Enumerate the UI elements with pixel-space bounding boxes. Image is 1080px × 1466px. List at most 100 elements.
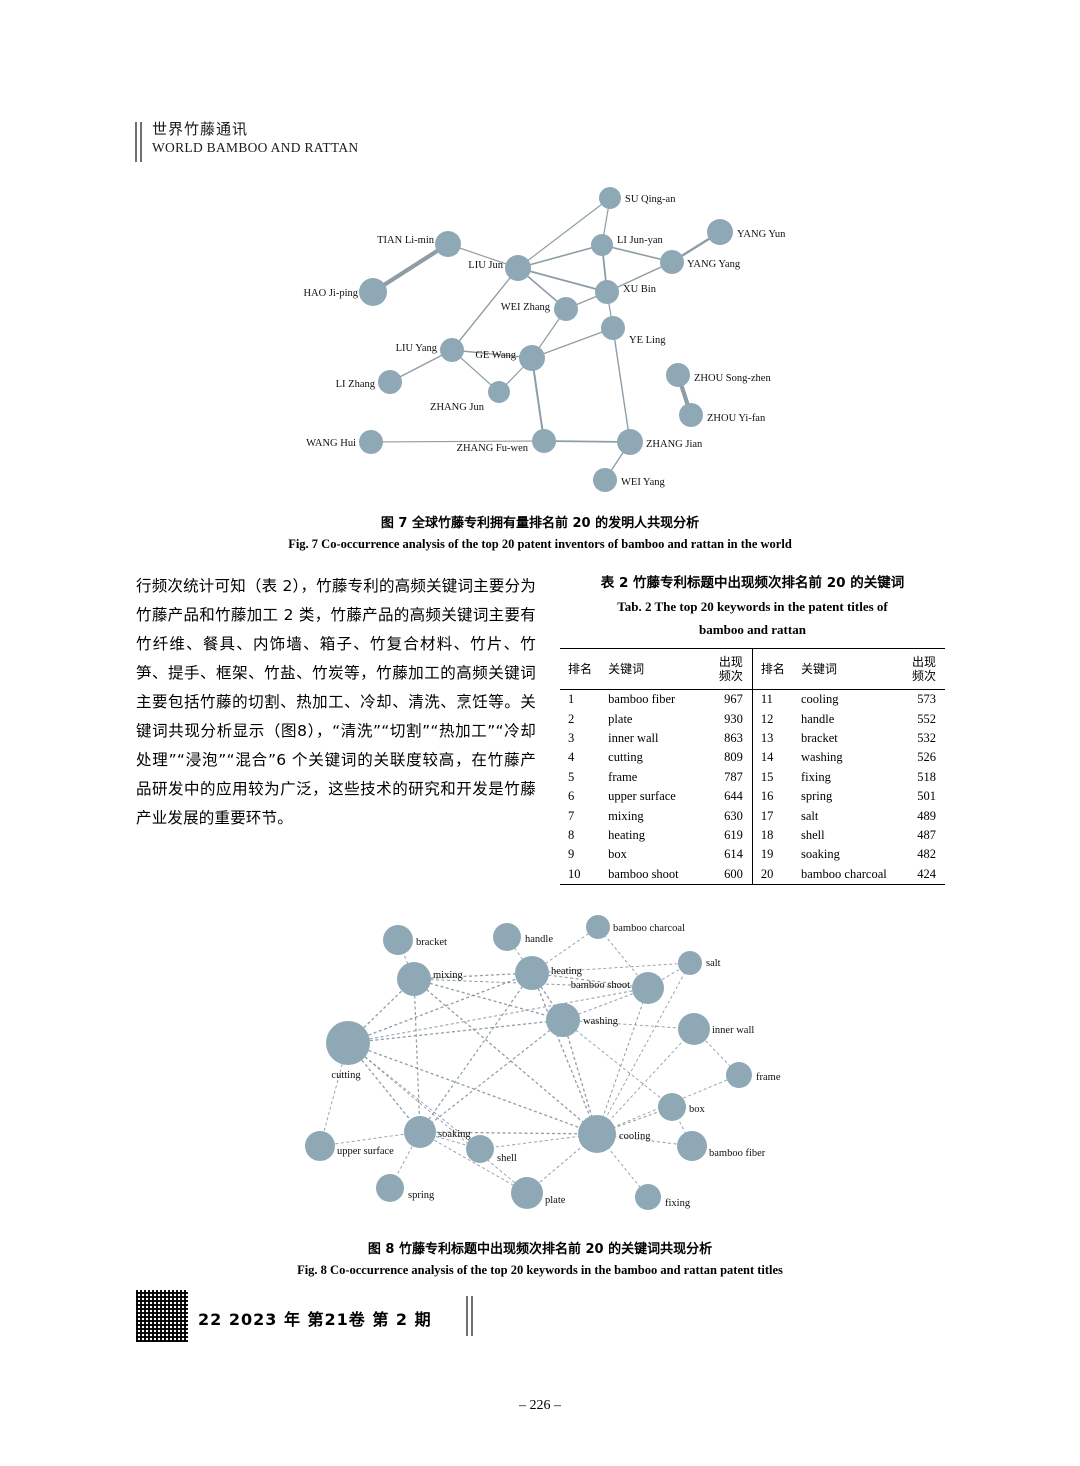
- node-fixing: [635, 1184, 661, 1210]
- edge: [347, 972, 533, 1044]
- edge: [371, 242, 450, 294]
- node-bamboo_fiber: [677, 1131, 707, 1161]
- cell-rank-left: 9: [568, 847, 575, 862]
- node-label-spring: spring: [408, 1190, 435, 1201]
- cell-freq-left: 787: [724, 769, 743, 784]
- cell-keyword-left: upper surface: [608, 789, 676, 804]
- th-rank-left: 排名: [560, 648, 603, 690]
- footer-rule-icon: [466, 1296, 476, 1336]
- node-mixing: [397, 962, 431, 996]
- node-ge_wang: [519, 345, 545, 371]
- cell-keyword-right: cooling: [801, 692, 839, 707]
- body-paragraph: 行频次统计可知（表 2），竹藤专利的高频关键词主要分为竹藤产品和竹藤加工 2 类…: [136, 577, 536, 827]
- node-box: [658, 1093, 686, 1121]
- edge: [451, 349, 533, 359]
- cell-freq-left: 863: [724, 730, 743, 745]
- cell-freq-left: 644: [724, 789, 743, 804]
- th-freq-right: 出现频次: [899, 648, 945, 690]
- node-label-bamboo_shoot: bamboo shoot: [571, 980, 630, 991]
- node-label-wei_yang: WEI Yang: [621, 477, 665, 488]
- edge: [596, 1028, 695, 1135]
- journal-title-cn: 世界竹藤通讯: [152, 120, 249, 138]
- body-column-left: 行频次统计可知（表 2），竹藤专利的高频关键词主要分为竹藤产品和竹藤加工 2 类…: [136, 572, 536, 833]
- node-frame: [726, 1062, 752, 1088]
- cell-keyword-left: inner wall: [608, 730, 659, 745]
- node-ye_ling: [601, 316, 625, 340]
- edge: [531, 972, 598, 1135]
- cell-keyword-right: salt: [801, 808, 819, 823]
- edge: [419, 972, 533, 1133]
- table-2-head: 排名 关键词 出现频次 排名 关键词 出现频次: [560, 648, 945, 690]
- cell-keyword-left: box: [608, 847, 627, 862]
- edge: [347, 1042, 528, 1194]
- node-label-cooling: cooling: [619, 1131, 651, 1142]
- cell-freq-right: 501: [917, 789, 936, 804]
- node-label-ye_ling: YE Ling: [629, 335, 666, 346]
- edge: [517, 267, 608, 293]
- node-upper_surface: [305, 1131, 335, 1161]
- cell-keyword-right: fixing: [801, 769, 831, 784]
- node-label-plate: plate: [545, 1195, 566, 1206]
- edge: [347, 1019, 564, 1044]
- figure-7-caption-cn: 图 7 全球竹藤专利拥有量排名前 20 的发明人共现分析: [380, 516, 700, 531]
- node-bamboo_shoot: [632, 972, 664, 1004]
- edge: [419, 1131, 598, 1135]
- cell-freq-left: 614: [724, 847, 743, 862]
- edge: [419, 1131, 528, 1194]
- node-zhou_songzhen: [666, 363, 690, 387]
- table-2-block: 表 2 竹藤专利标题中出现频次排名前 20 的关键词 Tab. 2 The to…: [560, 572, 945, 885]
- node-yang_yun: [707, 219, 733, 245]
- footer-issue-text: 22 2023 年 第21卷 第 2 期: [198, 1310, 432, 1329]
- node-tian_limin: [435, 231, 461, 257]
- cell-freq-left: 967: [724, 692, 743, 707]
- node-label-bamboo_charcoal: bamboo charcoal: [613, 923, 685, 934]
- cell-keyword-right: spring: [801, 789, 833, 804]
- cell-keyword-left: frame: [608, 769, 638, 784]
- cell-rank-right: 12: [751, 709, 795, 729]
- edge: [543, 440, 631, 443]
- node-label-cutting: cutting: [331, 1070, 361, 1081]
- th-freq-left: 出现频次: [706, 648, 753, 690]
- cell-keyword-left: heating: [608, 827, 645, 842]
- cell-rank-left: 10: [560, 864, 603, 885]
- edge: [596, 962, 691, 1135]
- edge: [413, 972, 533, 980]
- node-label-tian_limin: TIAN Li-min: [377, 235, 435, 246]
- node-label-zhou_yifan: ZHOU Yi-fan: [707, 413, 766, 424]
- edge: [413, 978, 564, 1021]
- node-shell: [466, 1135, 494, 1163]
- cell-freq-right: 482: [917, 847, 936, 862]
- node-label-fixing: fixing: [665, 1198, 691, 1209]
- node-li_zhang: [378, 370, 402, 394]
- node-label-soaking: soaking: [438, 1129, 471, 1140]
- node-label-shell: shell: [497, 1153, 517, 1164]
- cell-keyword-left: bamboo fiber: [608, 692, 676, 707]
- edge: [347, 987, 649, 1044]
- edge: [451, 267, 519, 351]
- node-label-li_junyan: LI Jun-yan: [617, 235, 664, 246]
- node-soaking: [404, 1116, 436, 1148]
- node-label-bracket: bracket: [416, 937, 447, 948]
- edge: [612, 327, 631, 443]
- node-label-bamboo_fiber: bamboo fiber: [709, 1148, 766, 1159]
- edge: [413, 978, 421, 1133]
- cell-keyword-right: soaking: [801, 847, 840, 862]
- cell-freq-left: 630: [724, 808, 743, 823]
- page-footer: 22 2023 年 第21卷 第 2 期: [136, 1290, 486, 1342]
- node-wang_hui: [359, 430, 383, 454]
- cell-freq-left: 619: [724, 827, 743, 842]
- cell-freq-right: 552: [917, 711, 936, 726]
- cell-keyword-right: bamboo charcoal: [795, 864, 900, 885]
- figure-8-caption-cn: 图 8 竹藤专利标题中出现频次排名前 20 的关键词共现分析: [367, 1242, 713, 1257]
- edge: [526, 1133, 598, 1194]
- node-label-handle: handle: [525, 934, 553, 945]
- node-label-wang_hui: WANG Hui: [306, 438, 356, 449]
